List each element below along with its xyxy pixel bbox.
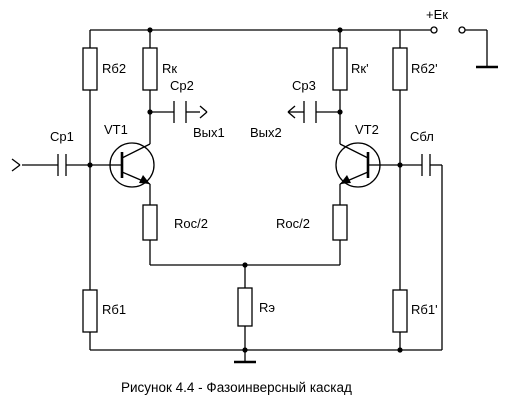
supply-switch — [430, 26, 466, 34]
labels: +Eк Rб2 Rк Cр2 Cр3 Rк' Rб2' VT1 Вых1 Вых… — [50, 7, 448, 317]
label-cp3: Cр3 — [292, 78, 316, 93]
input-terminal — [11, 158, 21, 172]
label-vt2: VT2 — [355, 122, 379, 137]
label-roc-left: Roc/2 — [174, 216, 208, 231]
label-rb2-left: Rб2 — [102, 61, 126, 76]
resistor-rk-left — [142, 47, 158, 91]
label-roc-right: Roc/2 — [276, 216, 310, 231]
label-rb2-right: Rб2' — [411, 61, 438, 76]
transistor-vt1 — [108, 142, 155, 188]
capacitors — [57, 101, 431, 176]
label-cp2: Cр2 — [170, 78, 194, 93]
vt1-emitter-arrow — [139, 175, 150, 184]
resistor-re — [237, 287, 253, 327]
label-rk-left: Rк — [162, 61, 177, 76]
resistor-rk-right — [332, 47, 348, 91]
resistor-roc-right — [332, 204, 348, 241]
label-out2: Вых2 — [250, 125, 282, 140]
label-vt1: VT1 — [104, 122, 128, 137]
supply-label: +Eк — [426, 7, 448, 22]
resistor-rb2-left — [82, 47, 98, 91]
label-cbl: Cбл — [410, 129, 434, 144]
label-rk-right: Rк' — [351, 61, 369, 76]
resistor-roc-left — [142, 204, 158, 241]
output-arrow-1 — [199, 105, 208, 119]
capacitor-cp3 — [303, 101, 317, 123]
vt2-emitter-arrow — [340, 175, 351, 184]
resistor-rb1-right — [392, 289, 408, 333]
label-cp1: Cр1 — [50, 129, 74, 144]
junctions — [87, 27, 403, 353]
wiring — [22, 29, 498, 364]
transistor-vt2 — [335, 142, 382, 188]
label-re: Rэ — [259, 300, 275, 315]
label-rb1-right: Rб1' — [411, 302, 438, 317]
label-rb1-left: Rб1 — [102, 302, 126, 317]
label-out1: Вых1 — [193, 125, 225, 140]
output-arrow-2 — [287, 105, 296, 119]
figure-caption: Рисунок 4.4 - Фазоинверсный каскад — [121, 380, 352, 395]
capacitor-cp1 — [57, 154, 67, 176]
resistor-rb2-right — [392, 47, 408, 91]
capacitor-cp2 — [173, 101, 187, 123]
resistors — [82, 47, 408, 333]
capacitor-cbl — [421, 154, 431, 176]
resistor-rb1-left — [82, 289, 98, 333]
